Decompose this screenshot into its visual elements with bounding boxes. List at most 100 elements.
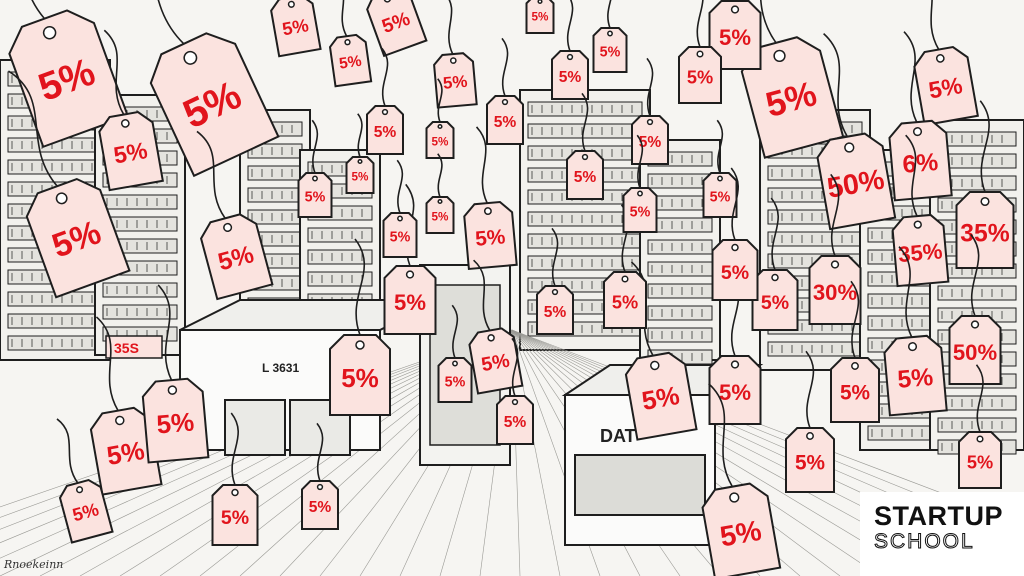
price-tag: 5%: [551, 0, 589, 100]
price-tag-label: 5%: [352, 170, 370, 183]
price-tag-label: 5%: [719, 380, 751, 405]
price-tag: 5%: [7, 70, 131, 299]
price-tag-label: 35%: [960, 220, 1009, 247]
price-tag: 5%: [366, 0, 428, 58]
price-tag: 5%: [425, 153, 455, 234]
price-tag: 5%: [113, 0, 280, 178]
price-tag-label: 5%: [341, 363, 379, 393]
price-tag: 5%: [468, 259, 524, 395]
price-tag-label: 5%: [374, 124, 397, 141]
price-tag: 6%: [888, 31, 953, 202]
price-tag: 5%: [301, 422, 339, 530]
price-tag-label: 5%: [927, 72, 965, 104]
price-tag-label: 5%: [394, 290, 426, 315]
price-tag-label: 5%: [840, 382, 870, 405]
price-tag: 5%: [270, 0, 322, 58]
price-tag-label: 6%: [901, 149, 939, 179]
price-tag-label: 5%: [630, 205, 651, 221]
price-tag-label: 5%: [600, 45, 621, 61]
price-tag: 5%: [566, 92, 604, 200]
price-tag-label: 50%: [953, 340, 998, 365]
price-tag-label: 5%: [155, 406, 195, 439]
price-tag-label: 5%: [795, 452, 825, 475]
server-rack: [639, 139, 721, 365]
price-tag-label: 5%: [719, 25, 751, 50]
price-tag: 5%: [345, 113, 375, 194]
price-tag: 30%: [808, 173, 862, 325]
price-tag: 5%: [913, 0, 979, 127]
price-tag-label: 5%: [532, 10, 550, 23]
price-tag: 5%: [631, 57, 669, 165]
price-tag: 5%: [678, 0, 722, 104]
price-tag-label: 5%: [896, 364, 934, 394]
price-tag: 5%: [486, 37, 524, 145]
price-tag-label: 5%: [474, 225, 506, 251]
price-tag: 5%: [525, 0, 555, 34]
price-tag: 5%: [56, 418, 114, 544]
price-tag: 5%: [830, 280, 880, 423]
price-tag-label: 5%: [574, 169, 597, 186]
price-tag-label: 5%: [687, 67, 713, 87]
small-label-text: 35S: [114, 340, 139, 356]
price-tag: 5%: [496, 337, 534, 445]
price-tag: 5%: [196, 130, 274, 301]
price-tag: 5%: [98, 29, 164, 192]
price-tag-label: 5%: [639, 380, 681, 416]
price-tag-label: 5%: [559, 69, 582, 86]
price-tag-label: 5%: [305, 190, 326, 206]
price-tag: 5%: [883, 246, 948, 417]
price-tag: 5%: [711, 167, 759, 301]
price-tag-label: 5%: [309, 499, 332, 516]
price-tag: 5%: [701, 383, 782, 576]
price-tag: 5%: [425, 78, 455, 159]
small-price-label: 35S: [105, 335, 163, 359]
price-tag-label: 5%: [390, 230, 411, 246]
price-tag-label: 5%: [761, 292, 789, 314]
price-tag: 5%: [958, 364, 1002, 489]
price-tag-label: 5%: [718, 515, 764, 554]
machine-label: DAT: [600, 426, 636, 446]
price-tag: 5%: [592, 0, 628, 73]
price-tag: 5%: [702, 119, 738, 218]
price-tag-label: 5%: [710, 190, 731, 206]
price-tag-label: 5%: [480, 350, 512, 377]
price-tag: 5%: [382, 159, 418, 258]
price-tag-label: 5%: [494, 114, 517, 131]
price-tag: 5%: [329, 238, 391, 416]
price-tag-label: 5%: [504, 414, 527, 431]
price-tag: 35%: [955, 100, 1015, 269]
price-tag-label: 5%: [432, 135, 450, 148]
price-tag: 5%: [383, 183, 437, 335]
panel-label: L 3631: [262, 361, 299, 375]
price-tag: 5%: [211, 412, 259, 546]
startup-school-logo: STARTUP SCHOOL: [860, 492, 1024, 576]
price-tag: 5%: [141, 284, 210, 464]
price-tag-label: 5%: [639, 134, 662, 151]
price-tag-label: 5%: [104, 435, 146, 471]
price-tag: 5%: [751, 197, 799, 331]
price-tag: 5%: [297, 119, 333, 218]
price-tag-label: 5%: [442, 72, 468, 93]
price-tag-label: 5%: [281, 15, 310, 39]
price-tag-label: 35%: [897, 238, 944, 267]
price-tag: 5%: [463, 126, 518, 271]
price-tag: 5%: [437, 304, 473, 403]
price-tag: 5%: [622, 134, 658, 233]
price-tag: 5%: [785, 350, 835, 493]
price-tag-label: 5%: [221, 507, 249, 529]
price-tag-label: 5%: [544, 304, 567, 321]
price-tag-label: 5%: [112, 137, 150, 169]
logo-top-text: STARTUP: [874, 501, 1003, 531]
price-tag-label: 30%: [813, 280, 858, 305]
logo-bottom-text: SCHOOL: [874, 530, 975, 554]
price-tag: 5%: [366, 47, 404, 155]
price-tag: 5%: [0, 0, 130, 149]
server-rack: [94, 94, 186, 356]
price-tag: 35%: [891, 134, 950, 288]
price-tag-label: 5%: [338, 53, 363, 73]
price-tag-label: 5%: [612, 292, 638, 312]
artist-signature: Rnoekeinn: [4, 558, 64, 571]
price-tag: 5%: [328, 0, 373, 88]
